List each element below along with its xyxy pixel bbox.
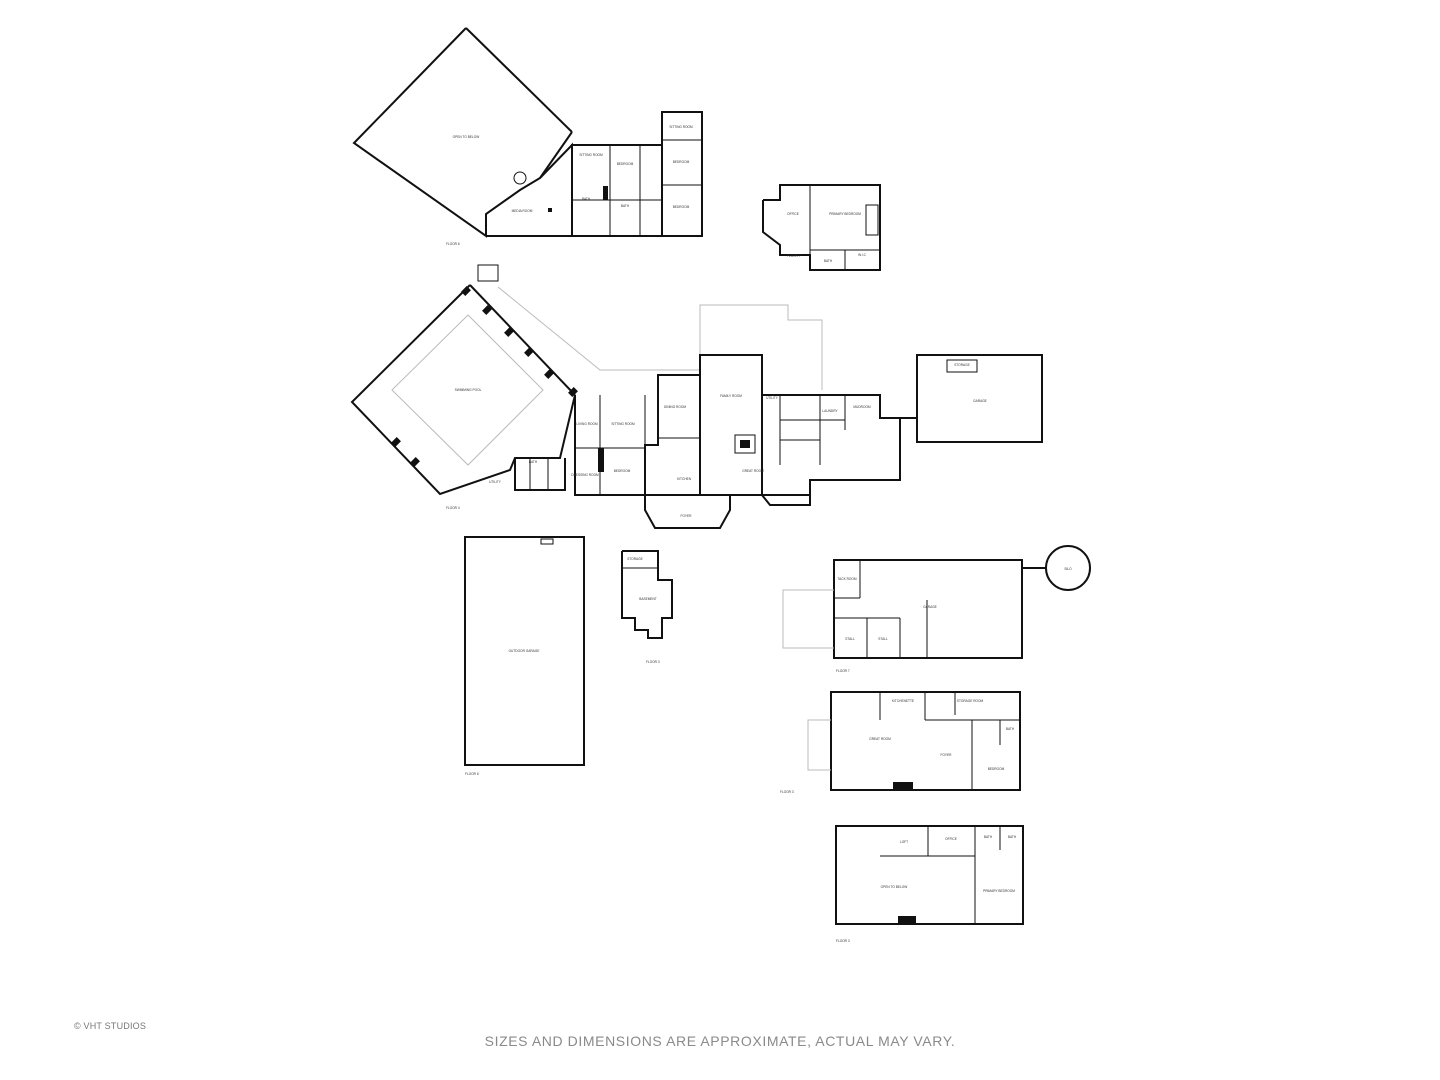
room-label: UTILITY: [489, 480, 502, 484]
room-label: MUDROOM: [853, 405, 871, 409]
disclaimer-text: SIZES AND DIMENSIONS ARE APPROXIMATE, AC…: [484, 1033, 956, 1049]
room-label: SILO: [1064, 567, 1072, 571]
floor-plan-upper-left: OPEN TO BELOW SITTING ROOM SITTING ROOM …: [352, 27, 703, 246]
room-label: STALL: [845, 637, 855, 641]
room-label: FOYER: [681, 514, 693, 518]
room-label: OPEN TO BELOW: [881, 885, 908, 889]
floor-plan-basement: STORAGE BASEMENT FLOOR 3: [621, 550, 673, 664]
room-label: BEDROOM: [673, 205, 690, 209]
room-label: BEDROOM: [617, 162, 634, 166]
room-label: OUTDOOR GARAGE: [509, 649, 540, 653]
room-label: OFFICE: [945, 837, 957, 841]
floor-label: FLOOR 3: [646, 660, 660, 664]
room-label: BATH: [582, 197, 591, 201]
room-label: LIVING ROOM: [576, 422, 598, 426]
room-label: PRIMARY BEDROOM: [829, 212, 861, 216]
floor-plan-barn-upper: LOFT OFFICE OPEN TO BELOW PRIMARY BEDROO…: [835, 825, 1024, 943]
room-label: BEDROOM: [673, 160, 690, 164]
floor-plan-top-right: OFFICE PRIMARY BEDROOM BATH W.I.C FLOOR …: [762, 184, 881, 271]
room-label: BATH: [984, 835, 993, 839]
floor-plan-main: SWIMMING POOL LIVING ROOM SITTING ROOM D…: [350, 264, 1043, 529]
room-label: DRESSING ROOM: [571, 473, 599, 477]
floor-plan-outbuilding: OUTDOOR GARAGE FLOOR 6: [464, 536, 585, 776]
room-label: GARAGE: [923, 605, 937, 609]
room-label: STORAGE: [627, 557, 643, 561]
room-label: TACK ROOM: [837, 577, 856, 581]
floor-plan-barn-middle: GREAT ROOM KITCHENETTE STORAGE ROOM BEDR…: [780, 691, 1021, 794]
room-label: LAUNDRY: [822, 409, 838, 413]
room-label: BATH: [824, 259, 833, 263]
room-label: STORAGE: [954, 363, 970, 367]
room-label: DINING ROOM: [664, 405, 686, 409]
room-label: BATH: [529, 460, 538, 464]
room-label: SITTING ROOM: [669, 125, 693, 129]
room-label: BATH: [1008, 835, 1017, 839]
floor-label: FLOOR 4: [446, 506, 460, 510]
room-label: GREAT ROOM: [869, 737, 891, 741]
room-label: PRIMARY BEDROOM: [983, 889, 1015, 893]
room-label: UTILITY: [766, 396, 779, 400]
floor-label: FLOOR 6: [465, 772, 479, 776]
floor-label: FLOOR 6: [446, 242, 460, 246]
room-label: MEDIA ROOM: [512, 209, 533, 213]
room-label: GREAT ROOM: [742, 469, 764, 473]
room-label: KITCHEN: [677, 477, 692, 481]
room-label: GARAGE: [973, 399, 987, 403]
floor-label: FLOOR 7: [787, 254, 801, 258]
room-label: SWIMMING POOL: [455, 388, 482, 392]
room-label: FAMILY ROOM: [720, 394, 742, 398]
floor-label: FLOOR 3: [836, 939, 850, 943]
room-label: BATH: [1006, 727, 1015, 731]
floor-label: FLOOR 7: [836, 669, 850, 673]
room-label: OPEN TO BELOW: [453, 135, 480, 139]
room-label: STORAGE ROOM: [957, 699, 984, 703]
room-label: SITTING ROOM: [579, 153, 603, 157]
room-label: W.I.C: [858, 253, 866, 257]
room-label: BATH: [621, 204, 630, 208]
room-label: FOYER: [941, 753, 953, 757]
room-label: BASEMENT: [639, 597, 657, 601]
copyright-text: © VHT STUDIOS: [74, 1021, 147, 1031]
floor-plan-barn-ground: TACK ROOM GARAGE STALL STALL SILO FLOOR …: [782, 545, 1091, 673]
floor-label: FLOOR 3: [780, 790, 794, 794]
room-label: BEDROOM: [614, 469, 631, 473]
room-label: SITTING ROOM: [611, 422, 635, 426]
room-label: KITCHENETTE: [892, 699, 914, 703]
room-label: LOFT: [900, 840, 908, 844]
room-label: STALL: [878, 637, 888, 641]
room-label: OFFICE: [787, 212, 799, 216]
room-label: BEDROOM: [988, 767, 1005, 771]
